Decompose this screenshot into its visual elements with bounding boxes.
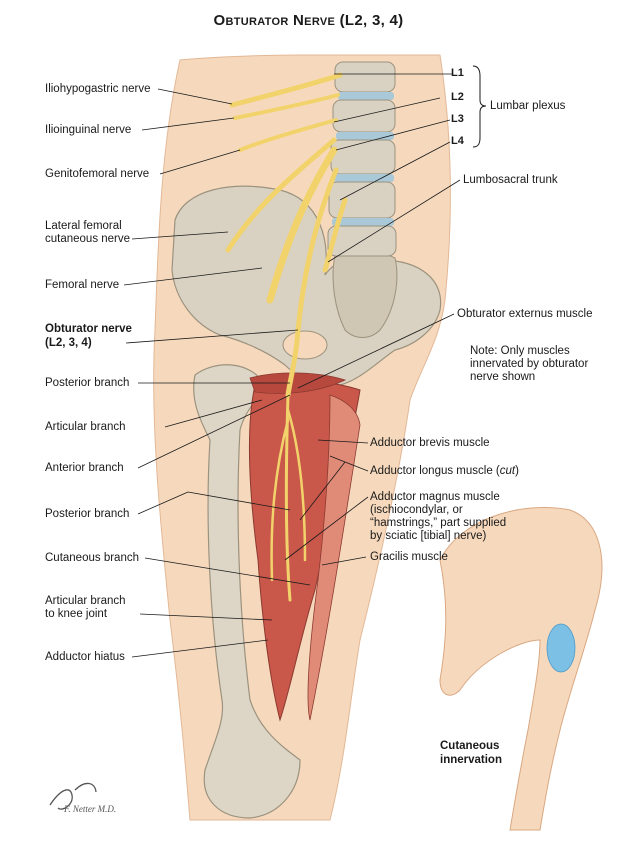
inset-leg-illustration — [439, 506, 603, 831]
adductor-magnus-label-line4: by sciatic [tibial] nerve) — [370, 530, 487, 542]
obturator-externus-muscle — [249, 372, 347, 394]
cutaneous-branch-label: Cutaneous branch — [45, 552, 139, 564]
adductor-longus-cut-text: cut — [499, 465, 516, 477]
articular-knee-label-line1: Articular branch — [45, 595, 126, 607]
iliohypogastric-label: Iliohypogastric nerve — [45, 83, 151, 95]
inset-label-line1: Cutaneous — [440, 740, 500, 752]
lateral-femoral-label-line1: Lateral femoral — [45, 220, 122, 232]
adductor-longus-text: Adductor longus muscle ( — [370, 465, 500, 477]
lumbar-plexus-label: Lumbar plexus — [490, 100, 566, 112]
genitofemoral-label: Genitofemoral nerve — [45, 168, 150, 180]
obturator-foramen — [282, 330, 328, 360]
level-l4-label: L4 — [451, 135, 464, 147]
gracilis-muscle — [307, 394, 361, 721]
articular-branch-label: Articular branch — [45, 421, 126, 433]
obturator-nerve-label-line1: Obturator nerve — [45, 323, 132, 335]
femoral-nerve-label: Femoral nerve — [45, 279, 120, 291]
level-l2-label: L2 — [451, 91, 464, 103]
anterior-branch-label: Anterior branch — [45, 462, 124, 474]
femur-bone — [193, 364, 301, 819]
leader-lines — [123, 73, 461, 658]
posterior-branch-top-label: Posterior branch — [45, 377, 130, 389]
adductor-brevis-label: Adductor brevis muscle — [370, 437, 490, 449]
note-line1: Note: Only muscles — [470, 345, 570, 357]
level-l3-label: L3 — [451, 113, 464, 125]
artist-signature: F. Netter M.D. — [49, 782, 116, 814]
gracilis-label: Gracilis muscle — [370, 551, 448, 563]
obturator-nerve-label-line2: (L2, 3, 4) — [45, 337, 92, 349]
ilioinguinal-label: Ilioinguinal nerve — [45, 124, 132, 136]
adductor-longus-close-text: ) — [515, 465, 519, 477]
articular-knee-label-line2: to knee joint — [45, 608, 108, 620]
lumbar-plexus-nerves — [225, 72, 348, 602]
posterior-branch-low-label: Posterior branch — [45, 508, 130, 520]
signature-text: F. Netter M.D. — [63, 804, 116, 814]
lateral-femoral-label-line2: cutaneous nerve — [45, 233, 131, 245]
cutaneous-innervation-area — [546, 623, 576, 673]
lumbosacral-trunk-label: Lumbosacral trunk — [463, 174, 558, 186]
page-title: Obturator Nerve (L2, 3, 4) — [213, 12, 404, 29]
note-line3: nerve shown — [470, 371, 536, 383]
lumbar-spine — [327, 61, 397, 257]
adductor-magnus-label-line2: (ischiocondylar, or — [370, 504, 463, 516]
inset-label-line2: innervation — [440, 754, 502, 766]
note-line2: innervated by obturator — [470, 358, 589, 370]
level-l1-label: L1 — [451, 67, 464, 79]
adductor-magnus-label-line3: “hamstrings,” part supplied — [370, 517, 507, 529]
adductor-hiatus-label: Adductor hiatus — [45, 651, 125, 663]
plexus-bracket — [472, 65, 487, 148]
adductor-magnus-label-line1: Adductor magnus muscle — [370, 491, 500, 503]
obturator-externus-label: Obturator externus muscle — [457, 308, 593, 320]
adductor-longus-label: Adductor longus muscle (cut) — [370, 465, 519, 478]
